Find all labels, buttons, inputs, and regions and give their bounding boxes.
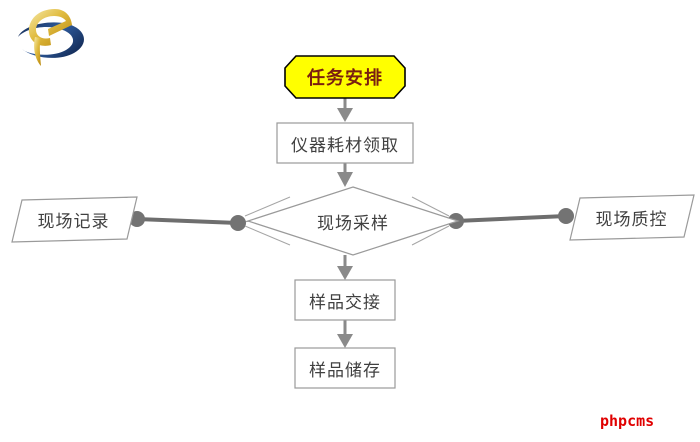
node-field-record[interactable] <box>11 196 138 243</box>
watermark-text: phpcms <box>600 412 655 430</box>
node-field-sampling[interactable] <box>246 186 460 256</box>
company-logo <box>8 2 98 70</box>
node-field-quality-control[interactable] <box>569 194 695 241</box>
conn-sampling-to-handover <box>337 255 353 280</box>
logo-blue-swoosh <box>18 22 85 58</box>
node-sample-handover[interactable] <box>294 279 396 321</box>
logo-gold-tail <box>34 37 41 66</box>
node-instrument-consumable-collection[interactable] <box>276 122 414 164</box>
conn-instrument-to-sampling <box>337 163 353 187</box>
node-sample-storage[interactable] <box>294 347 396 389</box>
conn-record-to-sampling <box>129 196 291 246</box>
logo-gold-mark <box>28 9 72 46</box>
conn-handover-to-storage <box>337 320 353 348</box>
conn-task-to-instrument <box>337 98 353 122</box>
node-task-assignment[interactable] <box>284 55 406 99</box>
